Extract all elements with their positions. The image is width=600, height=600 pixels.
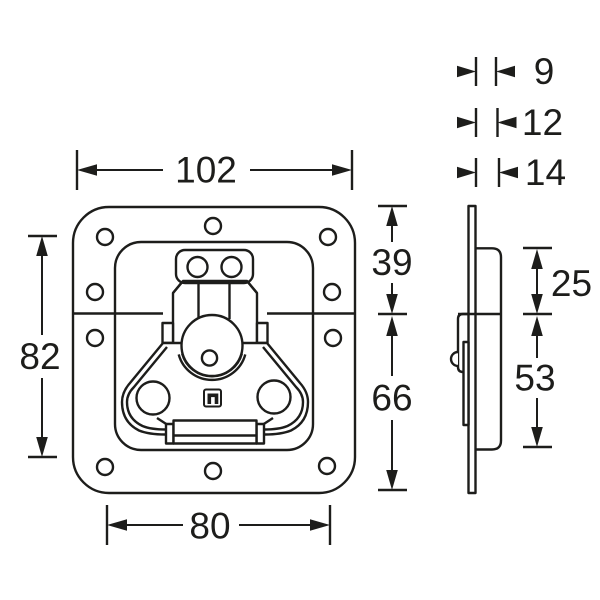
dim-label-66: 66 xyxy=(371,378,412,419)
arrowhead-down-icon xyxy=(386,470,398,490)
side-view xyxy=(449,204,503,495)
dim-label-25: 25 xyxy=(551,263,592,304)
arrowhead-right-icon xyxy=(332,164,352,176)
latch-mechanism xyxy=(120,248,310,445)
arrowhead-left-icon xyxy=(107,519,127,531)
side-catch-strap xyxy=(462,340,470,427)
screw-hole xyxy=(318,227,338,247)
spring-tab-left xyxy=(161,321,175,345)
arrowhead-up-icon xyxy=(386,206,398,226)
dim-front-height: 82 xyxy=(19,234,61,459)
arrowhead-down-icon xyxy=(531,294,543,314)
dim-front-hole-spacing: 80 xyxy=(105,505,332,547)
screw-hole xyxy=(322,282,342,302)
dim-thickness-option-9: 9 xyxy=(457,51,554,92)
screw-hole xyxy=(203,216,223,236)
dim-label-102: 102 xyxy=(175,150,237,191)
arrowhead-right-icon xyxy=(457,65,476,78)
screw-holes xyxy=(85,216,343,481)
dim-label-53: 53 xyxy=(514,358,555,399)
screw-hole xyxy=(85,282,105,302)
finger-hole-right xyxy=(256,379,292,415)
dim-side-lower-depth: 53 xyxy=(514,316,556,449)
strap-bar xyxy=(172,419,258,445)
arrowhead-right-icon xyxy=(310,519,330,531)
arrowhead-down-icon xyxy=(386,294,398,314)
arrowhead-right-icon xyxy=(457,116,476,129)
catch-strap xyxy=(156,416,274,445)
arrowhead-left-icon xyxy=(497,116,517,129)
arrowhead-up-icon xyxy=(36,236,48,256)
bracket-top-edge xyxy=(172,279,258,294)
screw-hole xyxy=(317,456,337,476)
side-lever-bump xyxy=(449,350,459,368)
dim-label-82: 82 xyxy=(19,336,60,377)
arrowhead-down-icon xyxy=(36,437,48,457)
cam-rim-outer xyxy=(177,354,247,381)
finger-hole-left xyxy=(135,380,171,416)
side-dish-profile xyxy=(475,247,503,451)
dim-thickness-option-12: 12 xyxy=(457,102,563,143)
rotating-cam xyxy=(180,313,244,378)
dim-label-80: 80 xyxy=(189,506,230,547)
arrowhead-down-icon xyxy=(531,427,543,447)
arrowhead-right-icon xyxy=(457,166,476,179)
dim-front-lower-section: 66 xyxy=(371,316,413,492)
dim-thickness-option-14: 14 xyxy=(457,152,566,193)
dim-label-9: 9 xyxy=(534,51,555,92)
arrowhead-left-icon xyxy=(499,166,518,179)
cam-pin-hole xyxy=(200,349,219,367)
arrowhead-up-icon xyxy=(531,249,543,269)
screw-hole xyxy=(323,328,343,348)
arrowhead-up-icon xyxy=(531,316,543,336)
dim-label-12: 12 xyxy=(522,102,563,143)
dim-label-39: 39 xyxy=(371,242,412,283)
arrowhead-left-icon xyxy=(496,65,515,78)
rivet-right xyxy=(220,255,243,279)
dim-side-upper-depth: 25 xyxy=(523,246,592,316)
dim-front-width: 102 xyxy=(75,150,354,191)
front-view xyxy=(71,205,357,495)
spring-tab-right xyxy=(255,321,269,345)
dim-front-upper-section: 39 xyxy=(371,204,413,316)
dimensions: 102 82 39 66 xyxy=(19,51,592,547)
screw-hole xyxy=(203,461,223,481)
rivet-left xyxy=(186,255,209,279)
recess-dish-outline xyxy=(113,240,315,452)
screw-hole xyxy=(95,227,115,247)
brand-logo-icon xyxy=(203,388,222,408)
arrowhead-left-icon xyxy=(77,164,97,176)
dim-label-14: 14 xyxy=(525,152,566,193)
screw-hole xyxy=(85,328,105,348)
arrowhead-up-icon xyxy=(386,316,398,336)
screw-hole xyxy=(95,457,115,477)
